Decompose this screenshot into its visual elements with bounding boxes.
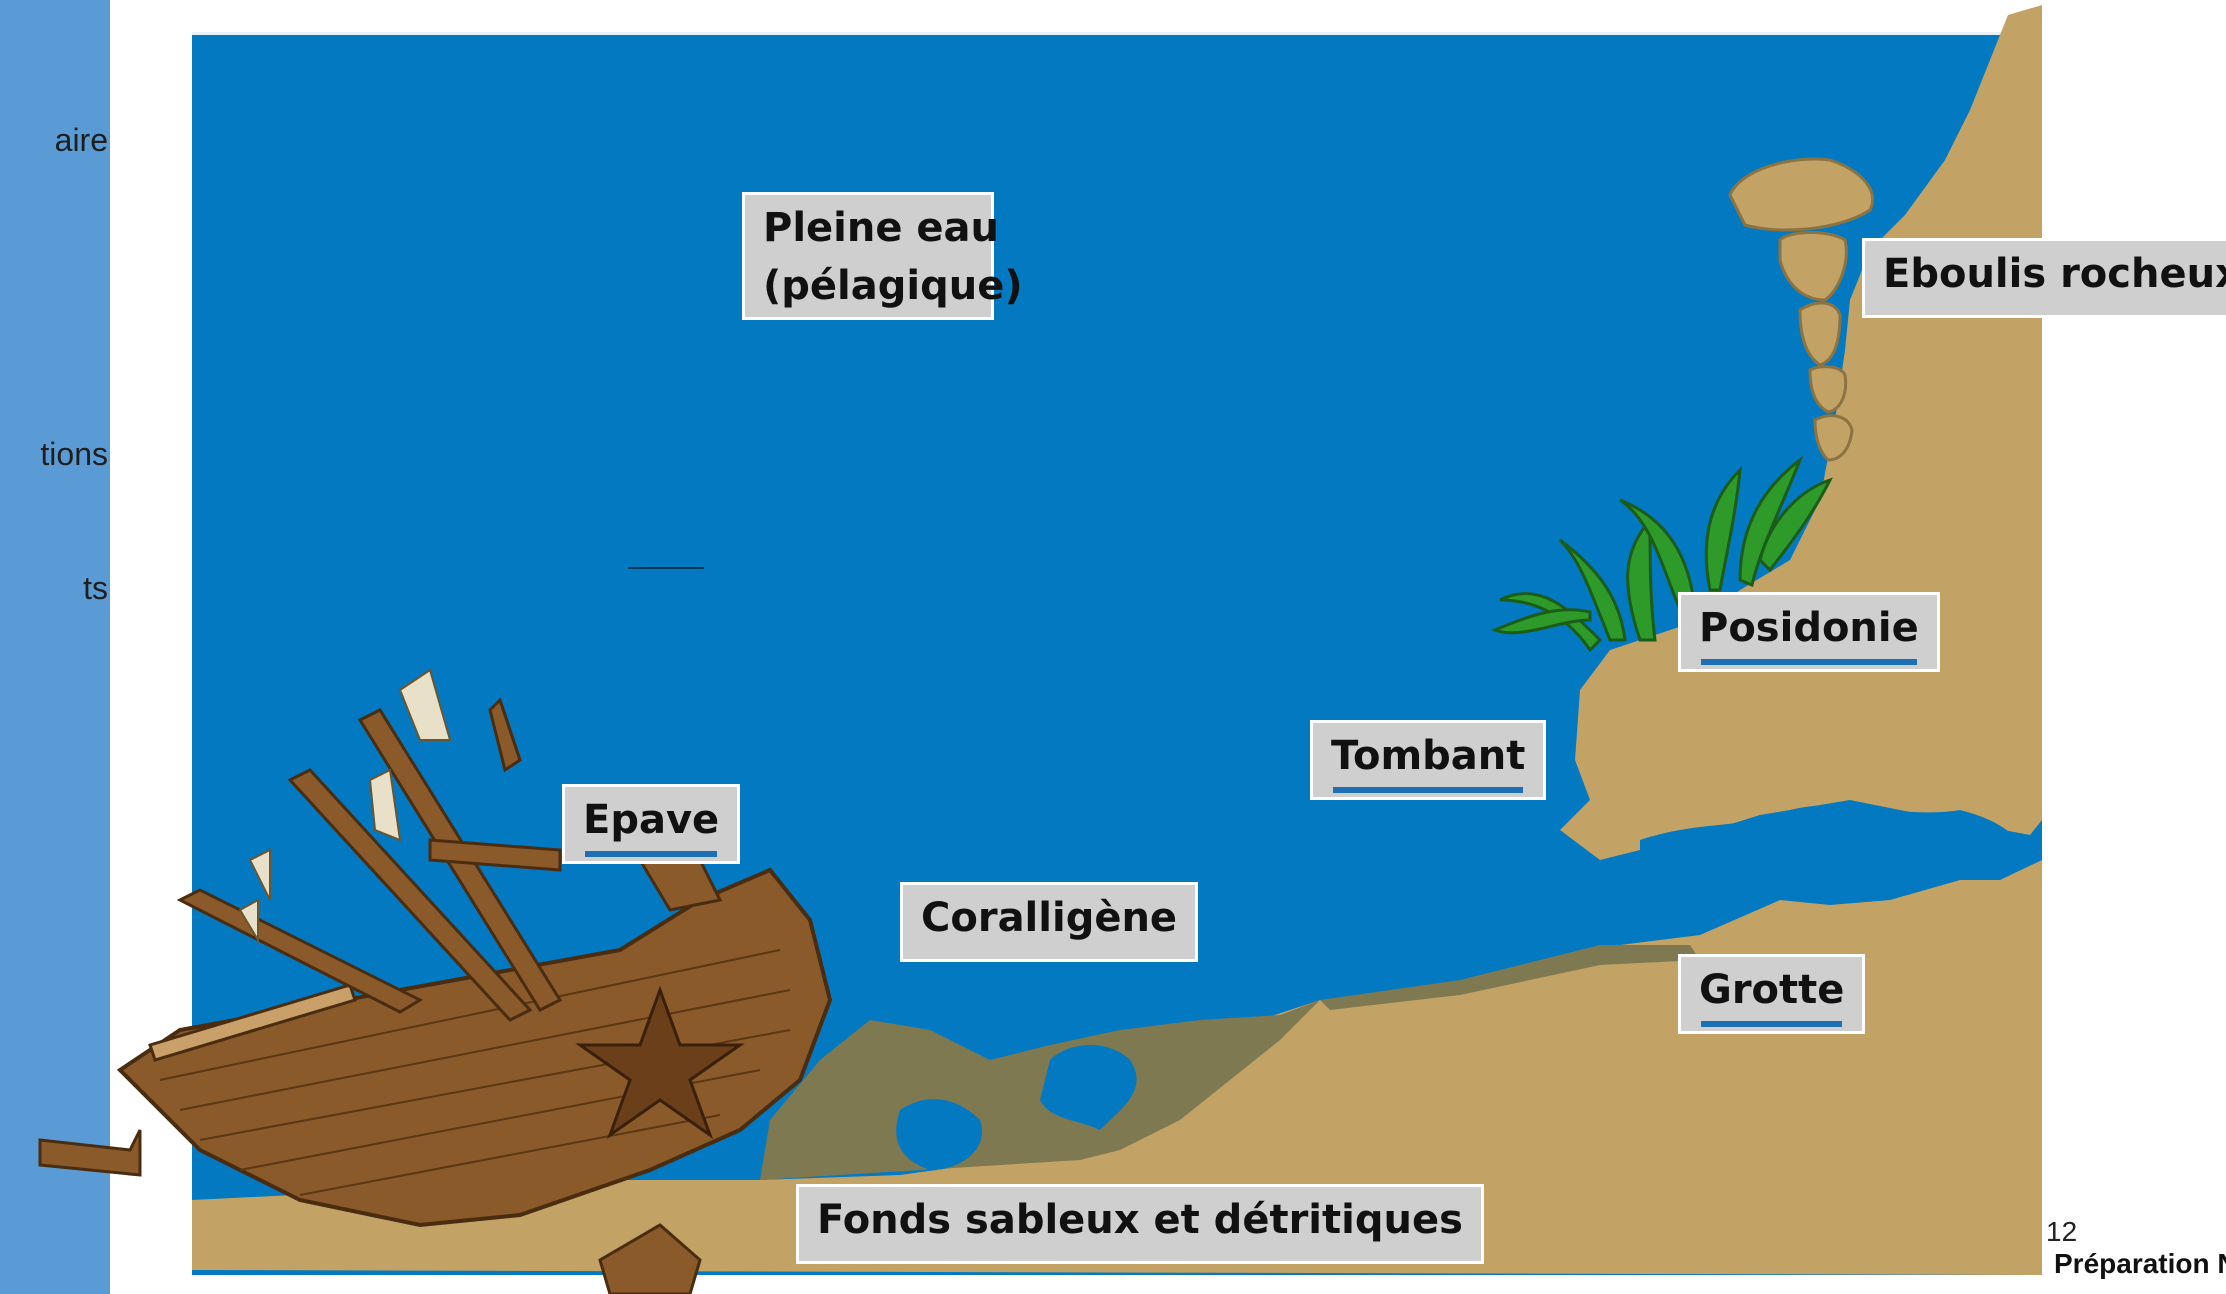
label-grotte-underline — [1701, 1021, 1843, 1027]
wreck-masts — [176, 697, 723, 1022]
wreck-deck-rail — [148, 983, 357, 1062]
shipwreck — [38, 668, 833, 1294]
label-epave: Epave — [562, 784, 741, 864]
sidebar-item-2[interactable]: tions — [40, 436, 108, 472]
coralligene-hole — [1040, 1045, 1137, 1130]
label-grotte-text: Grotte — [1699, 967, 1845, 1013]
footer-title: Préparation N — [2054, 1248, 2226, 1279]
label-pleine-eau-line1: Pleine eau — [763, 205, 999, 251]
surface-line — [192, 32, 2032, 35]
label-posidonie-underline — [1701, 659, 1917, 665]
page-number: 12 — [2046, 1216, 2078, 1247]
label-coralligene: Coralligène — [900, 882, 1199, 962]
label-fonds-text: Fonds sableux et détritiques — [817, 1197, 1463, 1243]
label-pleine-eau-line2: (pélagique) — [763, 263, 1023, 309]
label-epave-underline — [585, 851, 718, 857]
label-eboulis-text: Eboulis rocheux — [1883, 251, 2226, 297]
label-epave-text: Epave — [583, 797, 720, 843]
cave-water — [1640, 805, 2030, 926]
label-tombant: Tombant — [1310, 720, 1547, 800]
wreck-plank-2 — [598, 1223, 702, 1294]
coralligene-hole-2 — [896, 1099, 982, 1170]
label-tombant-text: Tombant — [1331, 733, 1526, 779]
wreck-star — [575, 985, 745, 1139]
rock-debris — [1728, 157, 1875, 462]
sidebar: aire tions ts — [0, 0, 110, 1294]
scale-mark — [628, 567, 704, 569]
label-coralligene-text: Coralligène — [921, 895, 1178, 941]
label-grotte: Grotte — [1678, 954, 1866, 1034]
wreck-hull — [116, 867, 833, 1228]
wreck-plank — [38, 1129, 142, 1177]
wreck-sails — [238, 668, 452, 944]
posidonia-algae — [1491, 455, 1833, 653]
label-posidonie-text: Posidonie — [1699, 605, 1919, 651]
sidebar-item-1[interactable]: aire — [54, 122, 108, 158]
label-tombant-underline — [1333, 787, 1524, 793]
label-posidonie: Posidonie — [1678, 592, 1940, 672]
label-eboulis: Eboulis rocheux — [1862, 238, 2226, 318]
label-pleine-eau: Pleine eau (pélagique) — [742, 192, 1023, 320]
label-fonds: Fonds sableux et détritiques — [796, 1184, 1484, 1264]
sidebar-item-3[interactable]: ts — [83, 570, 108, 606]
cave-rim — [1320, 945, 1700, 1010]
